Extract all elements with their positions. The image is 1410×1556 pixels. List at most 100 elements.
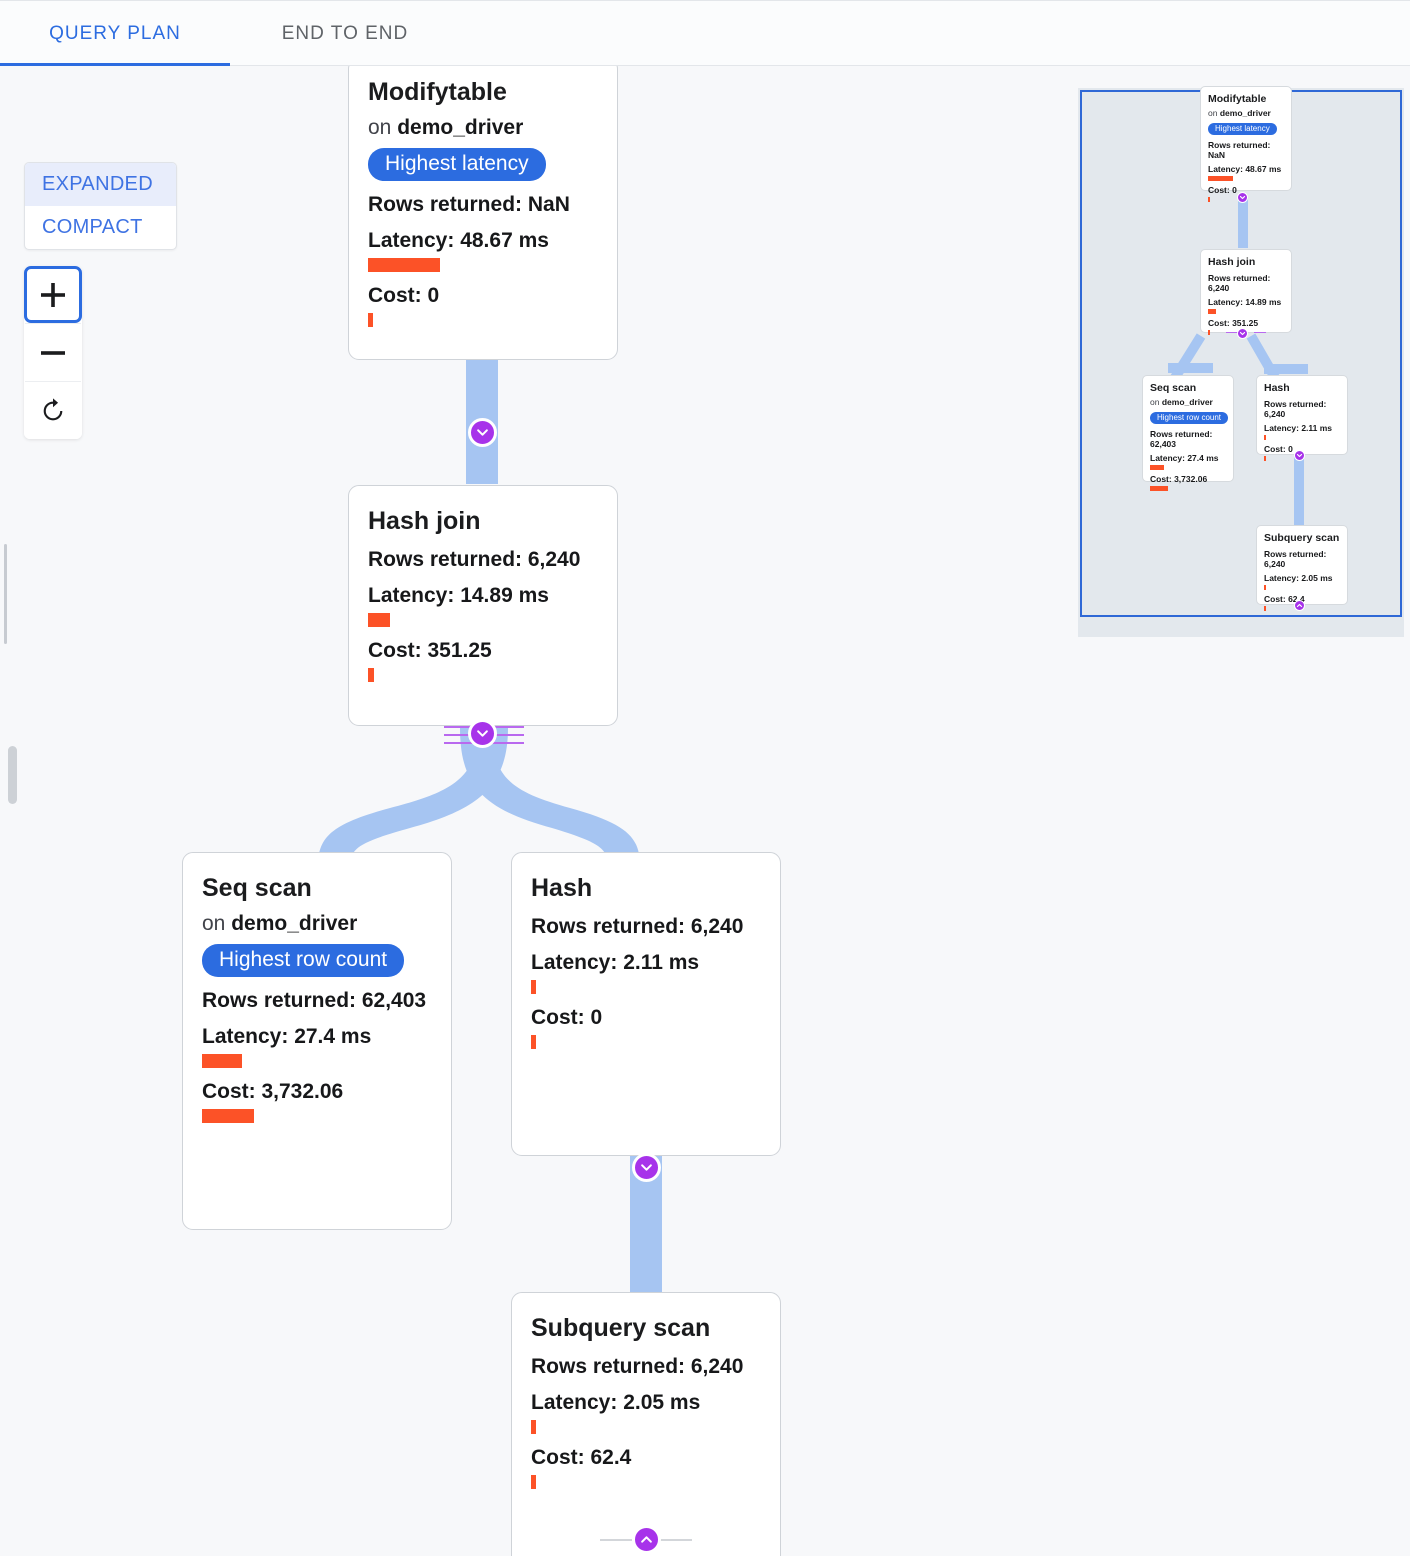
node-cost: Cost: 3,732.06 — [202, 1080, 344, 1103]
minimap-collapse-hash-join[interactable] — [1237, 328, 1248, 339]
node-title: Hash — [531, 874, 593, 902]
minimap-node-latency: Latency: 2.11 ms — [1264, 423, 1333, 434]
chevron-down-icon — [641, 1164, 652, 1171]
node-cost: Cost: 62.4 — [531, 1446, 632, 1469]
node-cost-bar — [368, 668, 374, 682]
chevron-down-icon — [1296, 453, 1303, 458]
node-cost: Cost: 0 — [531, 1006, 603, 1029]
sibling-line-right-2 — [492, 734, 524, 736]
collapse-toggle-hash[interactable] — [632, 1153, 661, 1182]
vertical-scrollbar-handle[interactable] — [8, 746, 17, 804]
minimap[interactable]: Modifytable on demo_driver Highest laten… — [1078, 86, 1404, 637]
chevron-down-icon — [477, 429, 488, 436]
plan-node-seq-scan[interactable]: Seq scan on demo_driver Highest row coun… — [182, 852, 452, 1230]
sibling-line-left-1 — [444, 726, 476, 728]
minimap-edge-hash-subqueryscan — [1294, 444, 1304, 534]
minimap-node-cost: Cost: 62.4 — [1264, 594, 1305, 605]
collapse-toggle-hash-join[interactable] — [468, 719, 497, 748]
tab-end-to-end-label: END TO END — [281, 22, 409, 44]
minimap-edge-hashjoin-hash-2 — [1264, 364, 1308, 374]
minimap-relation-name: demo_driver — [1161, 397, 1213, 408]
sibling-line-right-1 — [492, 726, 524, 728]
minimap-collapse-modifytable[interactable] — [1237, 192, 1248, 203]
tab-bar: QUERY PLAN END TO END — [0, 0, 1410, 67]
minimap-node-cost: Cost: 351.25 — [1208, 318, 1259, 329]
minimap-cost-bar — [1150, 486, 1168, 492]
node-title: Hash join — [368, 507, 481, 535]
tab-query-plan[interactable]: QUERY PLAN — [0, 1, 230, 66]
minimap-node-badge: Highest row count — [1150, 412, 1229, 425]
node-rows: Rows returned: 6,240 — [531, 915, 744, 938]
scroll-rail — [4, 544, 7, 644]
chevron-down-icon — [1239, 195, 1246, 200]
minimap-node-hash-join[interactable]: Hash join Rows returned: 6,240 Latency: … — [1200, 249, 1292, 336]
node-rows: Rows returned: 62,403 — [202, 989, 427, 1012]
node-cost-bar — [368, 313, 373, 327]
collapse-toggle-modifytable[interactable] — [468, 418, 497, 447]
minimap-node-relation: on demo_driver — [1208, 108, 1284, 118]
view-mode-compact[interactable]: COMPACT — [25, 206, 176, 249]
minimap-node-badge: Highest latency — [1208, 123, 1277, 136]
plan-node-hash-join[interactable]: Hash join Rows returned: 6,240 Latency: … — [348, 485, 618, 726]
minimap-node-latency: Latency: 48.67 ms — [1208, 164, 1282, 175]
zoom-in-button[interactable] — [24, 266, 82, 323]
plan-node-modifytable[interactable]: Modifytable on demo_driver Highest laten… — [348, 66, 618, 360]
minimap-node-title: Hash join — [1208, 256, 1256, 268]
minimap-latency-bar — [1208, 309, 1216, 315]
node-latency: Latency: 48.67 ms — [368, 229, 549, 252]
minimap-collapse-hash[interactable] — [1294, 450, 1305, 461]
minimap-node-title: Subquery scan — [1264, 532, 1340, 544]
plan-node-hash[interactable]: Hash Rows returned: 6,240 Latency: 2.11 … — [511, 852, 781, 1156]
minimap-sibling-line-right — [1254, 332, 1266, 333]
view-mode-compact-label: COMPACT — [42, 216, 143, 238]
minimap-node-modifytable[interactable]: Modifytable on demo_driver Highest laten… — [1200, 86, 1292, 203]
minimap-node-title: Modifytable — [1208, 93, 1267, 105]
node-badge: Highest row count — [202, 944, 405, 977]
minimap-node-cost: Cost: 0 — [1208, 185, 1237, 196]
minimap-latency-bar — [1264, 435, 1266, 441]
query-plan-canvas[interactable]: EXPANDED COMPACT — [0, 66, 1410, 1556]
node-relation-prefix: on — [368, 116, 392, 139]
view-mode-expanded[interactable]: EXPANDED — [25, 163, 176, 206]
minimap-node-hash[interactable]: Hash Rows returned: 6,240 Latency: 2.11 … — [1256, 375, 1348, 462]
minimap-expand-subquery-scan[interactable] — [1294, 600, 1305, 611]
minimap-node-rows: Rows returned: 62,403 — [1150, 429, 1213, 450]
node-relation: on demo_driver — [368, 116, 598, 140]
minimap-relation-prefix: on — [1150, 397, 1160, 408]
minimap-node-title: Seq scan — [1150, 382, 1197, 394]
minimap-sibling-line-left — [1226, 332, 1238, 333]
node-latency: Latency: 2.11 ms — [531, 951, 700, 974]
expand-toggle-subquery-scan[interactable] — [632, 1525, 661, 1554]
node-title: Modifytable — [368, 78, 507, 106]
node-latency: Latency: 14.89 ms — [368, 584, 549, 607]
minimap-edge-hashjoin-seqscan-2 — [1168, 363, 1213, 373]
minus-icon — [41, 350, 65, 355]
minimap-node-seq-scan[interactable]: Seq scan on demo_driver Highest row coun… — [1142, 375, 1234, 492]
bottom-line-left — [600, 1539, 632, 1541]
sibling-line-left-3 — [444, 742, 476, 744]
view-mode-toggle: EXPANDED COMPACT — [24, 162, 177, 250]
bottom-line-right — [660, 1539, 692, 1541]
node-cost: Cost: 0 — [368, 284, 440, 307]
minimap-node-rows: Rows returned: 6,240 — [1264, 399, 1327, 420]
minimap-node-title: Hash — [1264, 382, 1290, 394]
zoom-reset-button[interactable] — [24, 382, 82, 439]
edge-hashjoin-hash — [460, 728, 640, 866]
node-title: Seq scan — [202, 874, 312, 902]
node-cost: Cost: 351.25 — [368, 639, 492, 662]
minimap-node-cost: Cost: 3,732.06 — [1150, 474, 1208, 485]
plan-node-subquery-scan[interactable]: Subquery scan Rows returned: 6,240 Laten… — [511, 1292, 781, 1556]
minimap-cost-bar — [1208, 197, 1210, 203]
sibling-line-right-3 — [492, 742, 524, 744]
minimap-node-latency: Latency: 14.89 ms — [1208, 297, 1282, 308]
node-relation-prefix: on — [202, 912, 226, 935]
minimap-relation-prefix: on — [1208, 108, 1218, 119]
node-cost-bar — [531, 1475, 536, 1489]
chevron-down-icon — [1239, 331, 1246, 336]
node-relation-name: demo_driver — [231, 912, 358, 935]
chevron-down-icon — [477, 730, 488, 737]
minimap-node-rows: Rows returned: 6,240 — [1208, 273, 1271, 294]
tab-end-to-end[interactable]: END TO END — [230, 1, 460, 66]
zoom-out-button[interactable] — [24, 324, 82, 381]
minimap-node-subquery-scan[interactable]: Subquery scan Rows returned: 6,240 Laten… — [1256, 525, 1348, 612]
